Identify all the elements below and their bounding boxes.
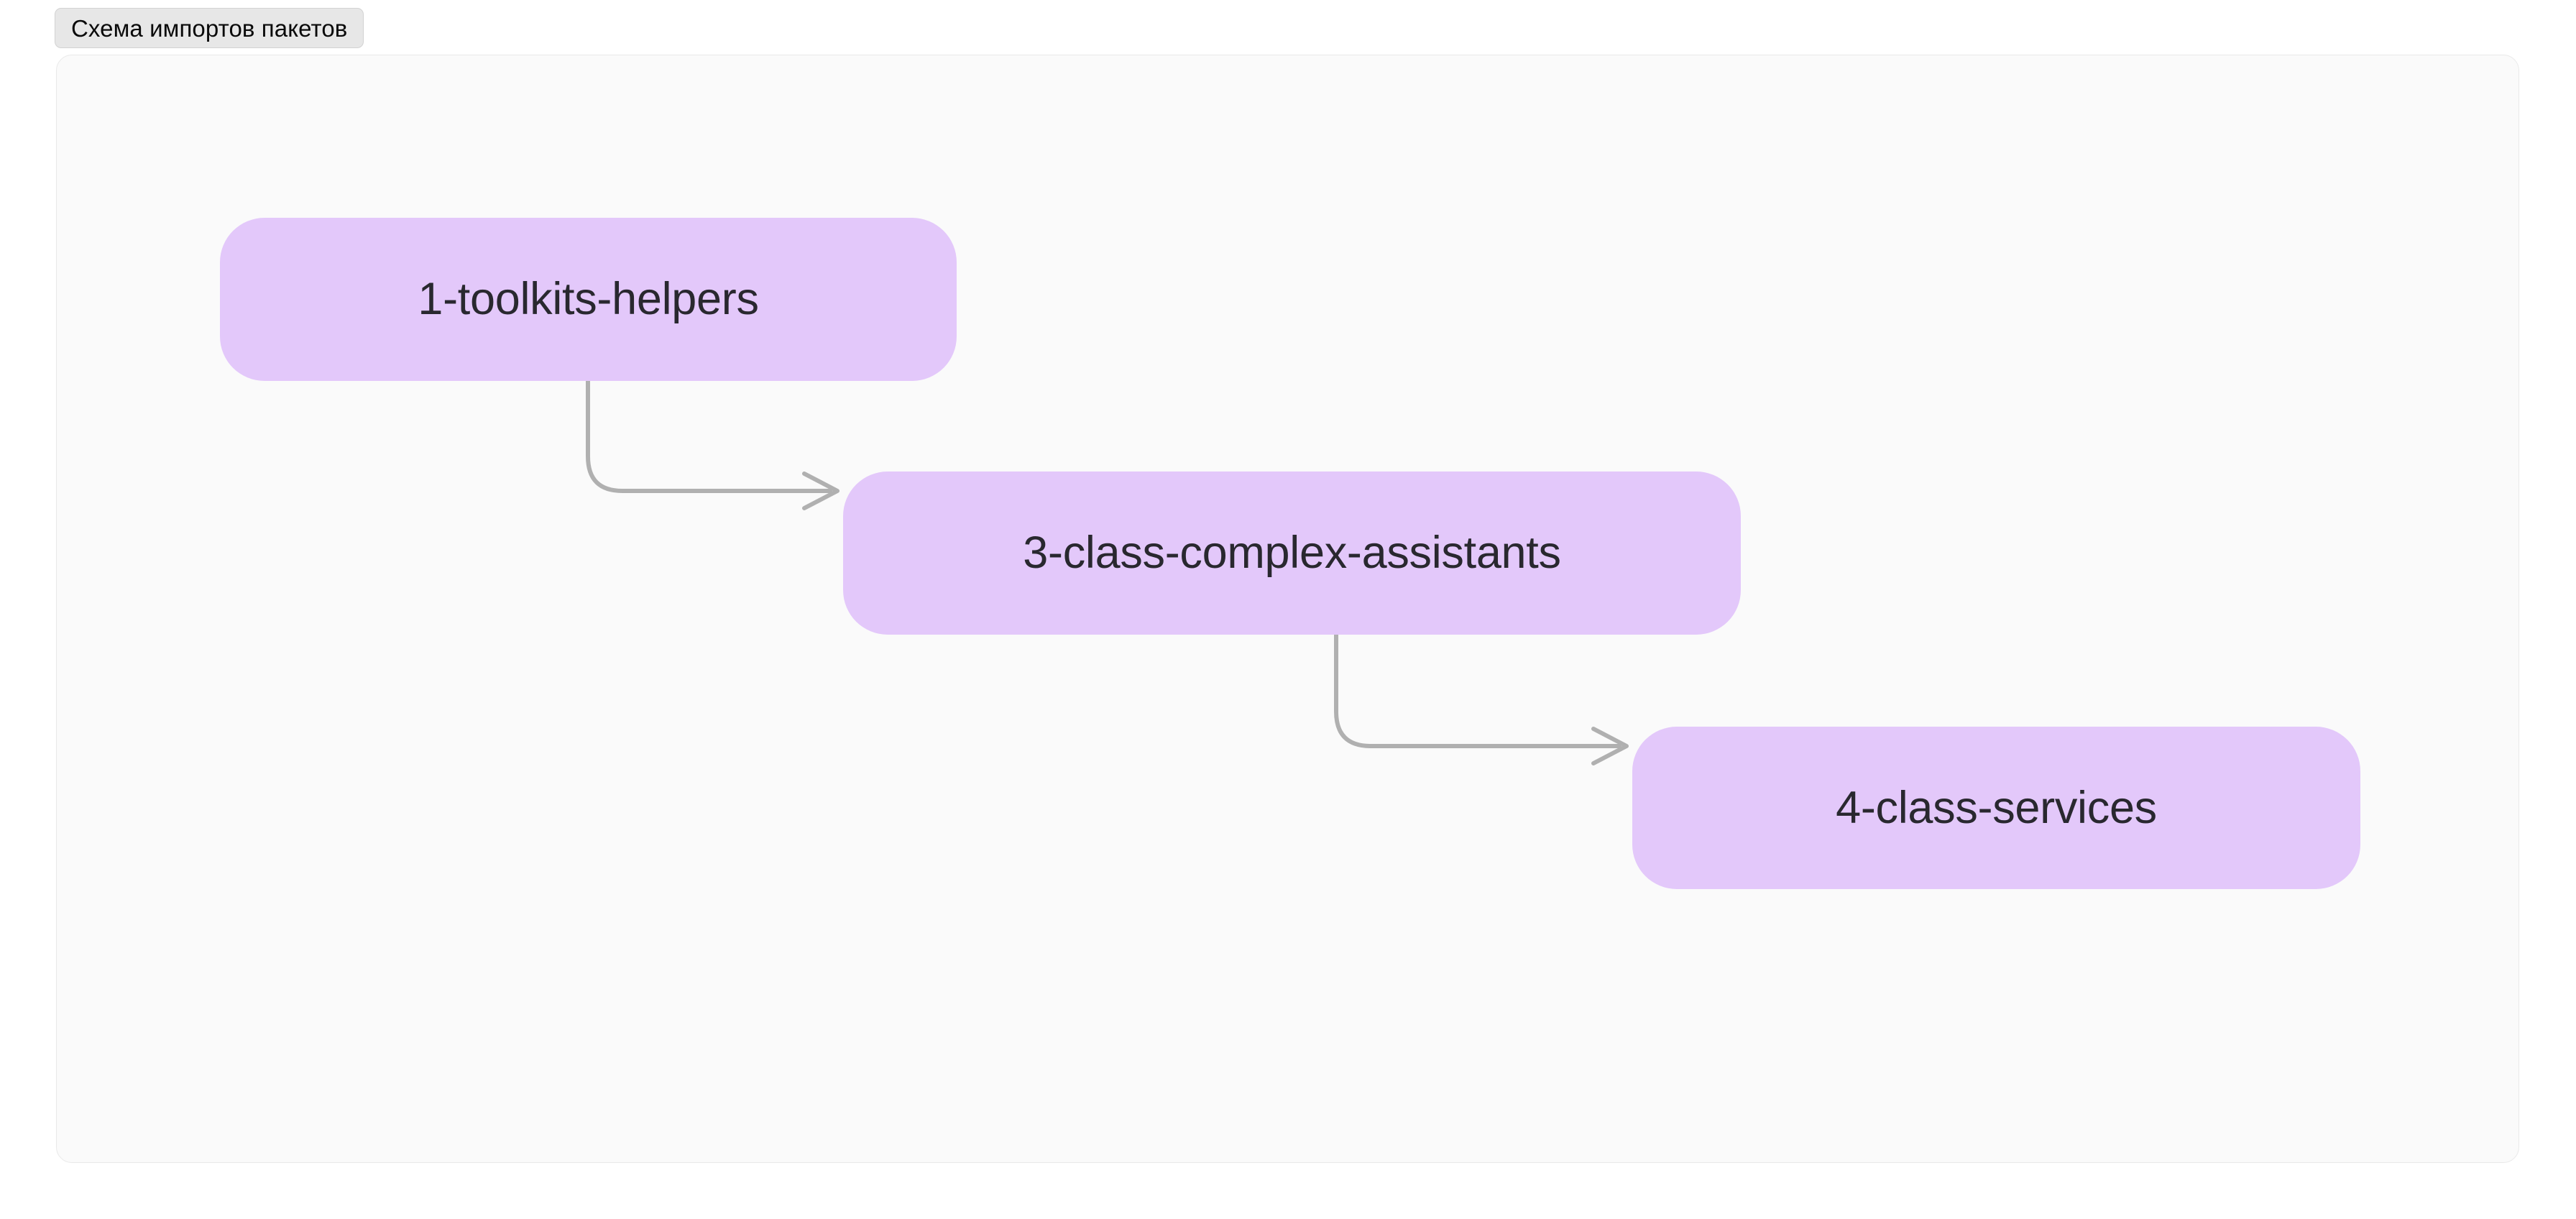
graph-stage[interactable]: 1-toolkits-helpers 3-class-complex-assis… [57,55,2518,1162]
tab-diagram-title[interactable]: Схема импортов пакетов [55,8,364,48]
graph-node-3-class-complex-assistants[interactable]: 3-class-complex-assistants [843,472,1741,635]
graph-node-label: 4-class-services [1836,782,2157,833]
graph-node-label: 3-class-complex-assistants [1023,528,1561,578]
edge-toolkits-helpers-to-class-complex-assistants [586,379,840,510]
tab-bar: Схема импортов пакетов [0,0,2576,55]
graph-node-label: 1-toolkits-helpers [418,274,759,324]
graph-node-4-class-services[interactable]: 4-class-services [1632,727,2360,889]
edge-class-complex-assistants-to-class-services [1334,632,1629,765]
diagram-panel[interactable]: 1-toolkits-helpers 3-class-complex-assis… [56,55,2519,1163]
graph-node-1-toolkits-helpers[interactable]: 1-toolkits-helpers [220,218,957,381]
